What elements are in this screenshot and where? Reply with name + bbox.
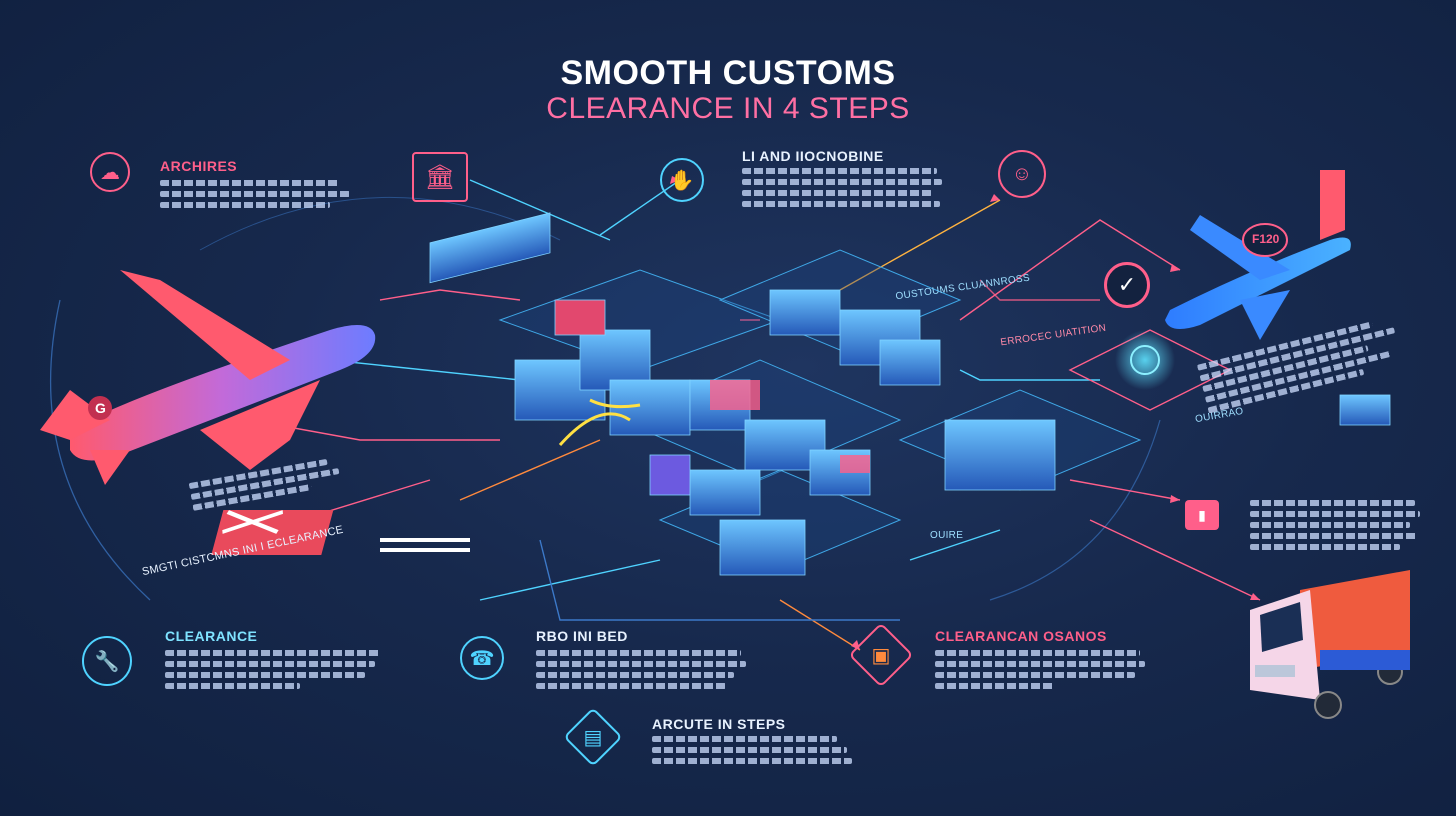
text-block-right-lower	[1250, 500, 1420, 550]
heading-bottom-center-right: CLEARANCAN OSANOS	[935, 628, 1107, 644]
checkmark-icon: ✓	[1104, 262, 1150, 308]
plane-left-tag: G	[95, 400, 106, 416]
heading-bottom-center: ARCUTE IN STEPS	[652, 716, 786, 732]
wrench-icon: 🔧	[82, 636, 132, 686]
phone-icon: ☎	[460, 636, 504, 680]
text-block-bottom-center-left	[536, 650, 746, 689]
airplane-left-illustration	[40, 270, 376, 485]
heading-bottom-center-left: RBO INI BED	[536, 628, 628, 644]
hand-icon: ✋	[660, 158, 704, 202]
truck-illustration	[1250, 570, 1410, 719]
text-block-top-center	[742, 168, 942, 207]
face-icon: ☺	[998, 150, 1046, 198]
cloud-icon: ☁	[90, 152, 130, 192]
page-title-line1: SMOOTH CUSTOMS	[560, 54, 896, 92]
text-block-top-left	[160, 180, 350, 208]
page-title-line2: CLEARANCE IN 4 STEPS	[546, 92, 910, 125]
building-icon: 🏛	[412, 152, 468, 202]
lock-icon: ▮	[1185, 500, 1219, 530]
text-block-bottom-left	[165, 650, 380, 689]
label-center-lower: OUIRE	[930, 530, 964, 541]
heading-top-left: ARCHIRES	[160, 158, 238, 174]
heading-top-center: LI AND IIOCNOBINE	[742, 148, 884, 164]
text-block-bottom-center-right	[935, 650, 1145, 689]
heading-bottom-left: CLEARANCE	[165, 628, 258, 644]
plane-right-tag: F120	[1252, 232, 1280, 246]
text-block-bottom-center	[652, 736, 852, 764]
airplane-right-illustration	[1165, 170, 1351, 340]
